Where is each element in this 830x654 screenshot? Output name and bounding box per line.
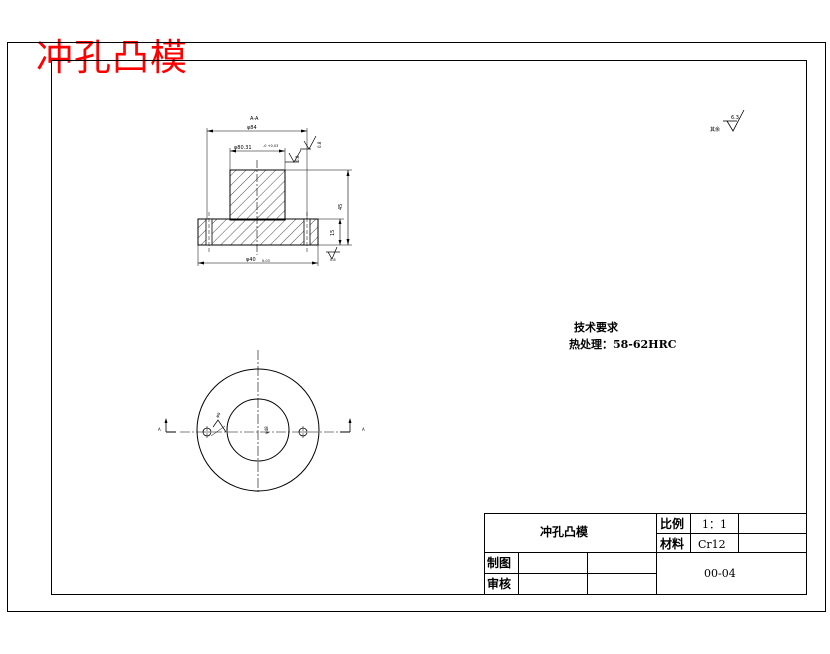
- roughness-symbol-head: 0.8: [285, 149, 302, 163]
- dim-base-tolerance: 0.03: [262, 259, 270, 263]
- title-block-material-label: 材料: [659, 536, 684, 551]
- dim-head-tolerance: -0 +0.03: [263, 144, 278, 148]
- head-section: [229, 169, 286, 221]
- title-block-scale-value: 1：1: [702, 518, 727, 531]
- svg-text:0.8: 0.8: [295, 155, 300, 162]
- svg-text:0.8: 0.8: [330, 258, 336, 262]
- section-label: A-A: [250, 116, 259, 122]
- tech-requirements-heading: 技术要求: [574, 320, 619, 334]
- roughness-value: 6.3: [731, 115, 739, 121]
- center-label: φ48: [264, 426, 269, 434]
- title-block-part-name: 冲孔凸模: [540, 524, 589, 539]
- title-block-material-value: Cr12: [698, 538, 726, 551]
- right-bolt-hole: [298, 426, 308, 438]
- dim-top-width: φ84: [247, 125, 257, 131]
- svg-text:0.8: 0.8: [317, 141, 322, 148]
- dim-flange-height: 15: [330, 230, 336, 236]
- title-block-drawn-label: 制图: [487, 555, 511, 570]
- tech-requirements-line1: 热处理：58-62HRC: [569, 337, 677, 351]
- inner-drawing-frame: [51, 60, 807, 595]
- dim-base-width: φ40: [246, 257, 256, 263]
- hole-label: φ9: [215, 411, 222, 418]
- roughness-prefix: 其余: [710, 126, 720, 133]
- title-block-drawing-number: 00-04: [704, 567, 736, 580]
- flange-section: [197, 218, 319, 246]
- general-roughness-note: 其余 6.3: [710, 109, 745, 133]
- title-block-checked-label: 审核: [487, 576, 511, 591]
- roughness-symbol-base: 0.8: [326, 246, 340, 262]
- section-cut-left: A: [158, 418, 176, 433]
- title-block-scale-label: 比例: [660, 516, 684, 531]
- svg-text:A: A: [362, 427, 365, 432]
- front-section-view: A-A φ84 φ80.31 -0 +0.03 φ40 0.03 45 15: [197, 116, 352, 266]
- title-block: [484, 513, 807, 595]
- dim-height: 45: [338, 204, 344, 210]
- svg-text:A: A: [158, 427, 161, 432]
- outer-sheet-border: [7, 42, 826, 612]
- section-cut-right: A: [340, 418, 365, 433]
- drawing-title-overlay: 冲孔凸模: [36, 36, 188, 79]
- top-view: φ9 φ48 A A: [158, 350, 365, 494]
- left-bolt-hole: [202, 426, 212, 438]
- roughness-symbol-top: 0.8: [300, 135, 322, 150]
- dim-head-width: φ80.31: [234, 145, 252, 151]
